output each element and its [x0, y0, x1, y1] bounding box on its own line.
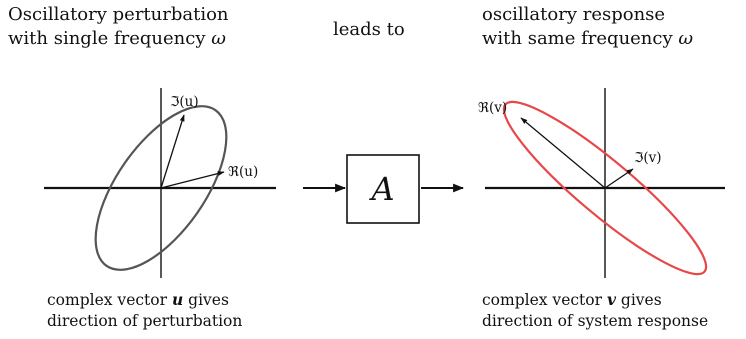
caption-right-line1-suffix: gives [615, 291, 662, 309]
operator-symbol: A [368, 170, 394, 208]
caption-left-line2: direction of perturbation [47, 312, 243, 330]
omega-symbol: ω [678, 28, 694, 49]
right-imag-label: ℑ(v) [634, 150, 662, 166]
operator-box [346, 154, 420, 224]
vector-v-symbol: v [606, 290, 616, 309]
heading-left-line1: Oscillatory perturbation [8, 4, 229, 25]
left-imag-label: ℑ(u) [170, 94, 199, 110]
caption-right-line2: direction of system response [482, 312, 709, 330]
caption-right-line1-text: complex vector [482, 291, 607, 309]
heading-left-line2: with single frequency ω [8, 27, 229, 51]
heading-right-line2: with same frequency ω [482, 27, 693, 51]
caption-left-line1-suffix: gives [183, 291, 229, 309]
left-ellipse [94, 105, 228, 271]
right-ellipse [502, 100, 708, 276]
right-real-vector [520, 117, 606, 189]
right-real-label: ℜ(v) [478, 100, 507, 116]
caption-right-line1: complex vector v gives [482, 289, 708, 311]
caption-right: complex vector v gives direction of syst… [482, 289, 708, 332]
heading-right: oscillatory response with same frequency… [482, 3, 693, 51]
heading-middle: leads to [333, 19, 405, 40]
heading-left-line2-text: with single frequency [8, 28, 212, 49]
caption-left-line1-text: complex vector [47, 291, 172, 309]
vector-u-symbol: u [171, 290, 184, 309]
operator-block: A [303, 154, 465, 224]
left-imag-vector [160, 114, 185, 189]
caption-left: complex vector u gives direction of pert… [47, 289, 242, 332]
left-plot: ℑ(u) ℜ(u) [44, 88, 276, 278]
left-real-label: ℜ(u) [228, 164, 258, 180]
caption-left-line1: complex vector u gives [47, 289, 242, 311]
heading-right-line1: oscillatory response [482, 4, 666, 25]
left-real-vector [160, 171, 225, 189]
heading-left: Oscillatory perturbation with single fre… [8, 3, 229, 51]
heading-right-line2-text: with same frequency [482, 28, 679, 49]
right-imag-vector [604, 168, 634, 189]
right-plot: ℜ(v) ℑ(v) [478, 88, 725, 278]
omega-symbol: ω [211, 28, 226, 49]
